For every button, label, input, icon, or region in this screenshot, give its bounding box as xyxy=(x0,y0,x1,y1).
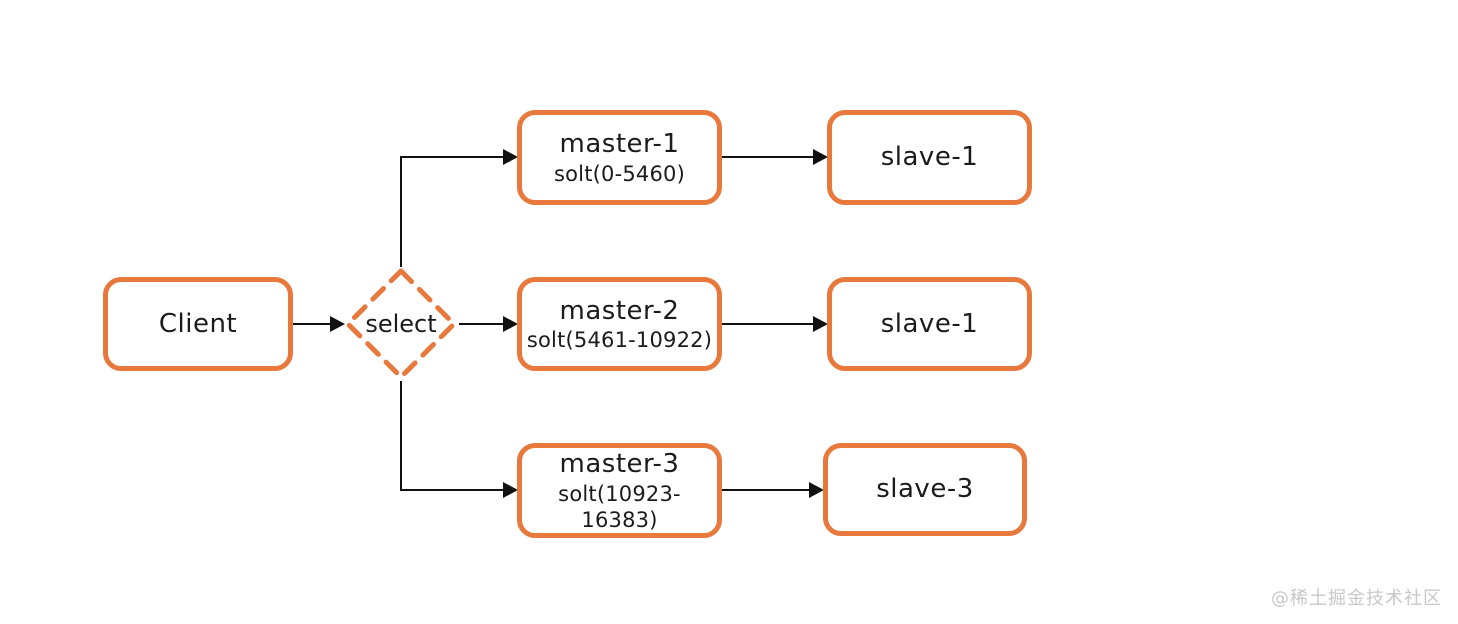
edge-select-master3-horizontal xyxy=(400,489,503,491)
node-master-3: master-3 solt(10923-16383) xyxy=(517,443,722,538)
node-client: Client xyxy=(103,277,293,371)
select-label: select xyxy=(365,310,437,338)
edge-select-master1-vertical xyxy=(400,157,402,267)
master-3-slots: solt(10923-16383) xyxy=(558,481,681,532)
arrowhead-icon xyxy=(503,482,518,498)
arrowhead-icon xyxy=(813,316,828,332)
node-slave-3: slave-3 xyxy=(823,443,1027,536)
arrowhead-icon xyxy=(503,149,518,165)
edge-client-select-line xyxy=(293,323,330,325)
arrowhead-icon xyxy=(809,482,824,498)
diamond-outline xyxy=(345,268,457,380)
arrowhead-icon xyxy=(503,316,518,332)
arrowhead-icon xyxy=(813,149,828,165)
watermark-text: @稀土掘金技术社区 xyxy=(1271,588,1442,609)
edge-master2-slave2-line xyxy=(722,323,813,325)
master-2-slots: solt(5461-10922) xyxy=(526,328,713,353)
slave-1-label: slave-1 xyxy=(880,142,979,173)
edge-select-master3-vertical xyxy=(400,381,402,491)
master-1-slots: solt(0-5460) xyxy=(553,161,686,186)
master-3-label: master-3 xyxy=(559,449,680,479)
slave-3-label: slave-3 xyxy=(876,474,974,505)
node-select: select xyxy=(344,267,458,381)
edge-master3-slave3-line xyxy=(722,489,809,491)
edge-select-master1-horizontal xyxy=(400,156,503,158)
arrowhead-icon xyxy=(330,316,345,332)
edge-master1-slave1-line xyxy=(722,156,813,158)
node-master-1: master-1 solt(0-5460) xyxy=(517,110,722,205)
node-master-2: master-2 solt(5461-10922) xyxy=(517,277,722,371)
node-slave-2: slave-1 xyxy=(827,277,1032,371)
client-label: Client xyxy=(158,308,238,339)
node-slave-1: slave-1 xyxy=(827,110,1032,205)
edge-select-master2-line xyxy=(459,323,503,325)
master-1-label: master-1 xyxy=(559,129,680,160)
master-2-label: master-2 xyxy=(559,295,680,326)
slave-2-label: slave-1 xyxy=(880,308,979,339)
